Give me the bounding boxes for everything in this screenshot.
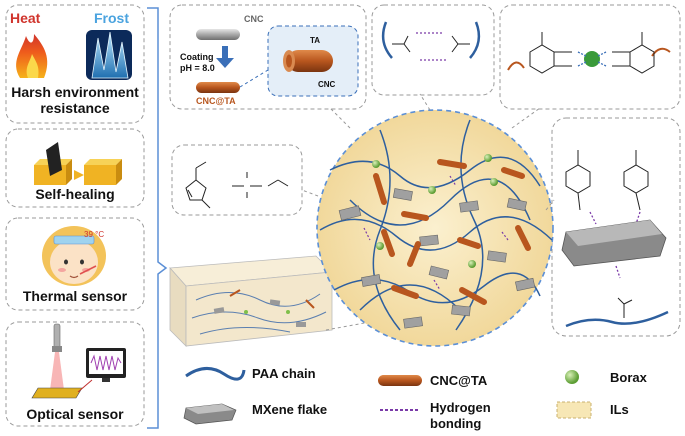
network-cnc-ta-rods xyxy=(373,159,531,305)
network-paa-chains xyxy=(319,119,553,331)
network-mxene-flakes xyxy=(338,188,536,329)
coating-arrow xyxy=(216,46,234,68)
carboxyl-detail xyxy=(617,297,633,318)
network-borax-dots xyxy=(372,154,498,268)
laser-icon xyxy=(31,323,93,399)
legend-cncta-label: CNC@TA xyxy=(430,373,488,388)
cnc-label: CNC xyxy=(244,14,264,24)
thermal-temp-label: 39 °C xyxy=(84,230,105,239)
dimer-chain-right xyxy=(469,21,481,59)
self-healing-block-icon xyxy=(34,142,122,185)
monitor-icon xyxy=(86,348,126,382)
legend-mxene-label: MXene flake xyxy=(252,402,328,417)
legend-mxene-icon xyxy=(183,403,237,425)
ta-rings xyxy=(565,150,649,211)
coating-line1: Coating xyxy=(180,52,214,62)
frost-label: Frost xyxy=(94,10,129,26)
harsh-label-line2: resistance xyxy=(40,100,110,116)
legend-hbond-line2: bonding xyxy=(430,416,482,431)
mxene-hbond xyxy=(615,265,621,279)
hydrogel-box xyxy=(169,255,333,347)
connector-ta xyxy=(545,199,555,211)
legend-paa-icon xyxy=(185,367,246,381)
borate-chain-right xyxy=(651,47,671,57)
ta-hbond-1 xyxy=(589,211,597,225)
legend-ils-icon xyxy=(556,401,592,419)
cnc-rod xyxy=(196,29,240,40)
mxene-sheet-large xyxy=(561,219,667,267)
connector-cnc xyxy=(329,107,351,129)
flame-icon xyxy=(16,34,48,78)
left-bracket xyxy=(147,7,168,429)
self-healing-panel xyxy=(5,128,145,208)
cnc-ta-zoom-rod xyxy=(283,50,333,72)
imidazolium-structure xyxy=(185,161,211,209)
ta-mxene-panel xyxy=(551,117,681,337)
boron-atom xyxy=(584,51,600,67)
cnc-coating-panel xyxy=(169,4,367,110)
legend-borax-icon xyxy=(565,370,579,384)
connector-borate xyxy=(511,107,541,129)
face-icon xyxy=(42,226,106,286)
frost-icon xyxy=(86,30,132,80)
legend-cncta-icon xyxy=(378,375,422,386)
connector-il xyxy=(301,189,319,197)
optical-sensor-panel xyxy=(5,321,145,427)
ethylsulfate-structure xyxy=(232,172,289,198)
cnc-ta-rod xyxy=(196,82,240,93)
paa-chain-detail xyxy=(565,310,669,328)
carboxyl-dimer-panel xyxy=(371,4,495,96)
boron-bonds xyxy=(577,51,607,67)
ionic-liquid-panel xyxy=(171,144,303,216)
catechol-rings xyxy=(529,32,655,74)
zoom-cnc-label: CNC xyxy=(318,80,336,89)
legend-ils-label: ILs xyxy=(610,402,629,417)
connector-dimer xyxy=(419,93,431,111)
dimer-bonds xyxy=(392,35,470,53)
harsh-label-line1: Harsh environment xyxy=(11,84,139,100)
coating-label: Coating pH = 8.0 xyxy=(180,52,215,74)
legend-hbond-label: Hydrogen bonding xyxy=(430,400,491,432)
zoom-line-lower xyxy=(325,321,371,331)
optical-sensor-label: Optical sensor xyxy=(26,406,124,422)
borate-chain-left xyxy=(507,61,525,71)
borate-ester-panel xyxy=(499,4,681,110)
harsh-environment-panel xyxy=(5,4,145,124)
self-healing-label: Self-healing xyxy=(35,186,115,202)
legend-paa-label: PAA chain xyxy=(252,366,316,381)
cnc-ta-label: CNC@TA xyxy=(196,96,236,106)
harsh-environment-label: Harsh environment resistance xyxy=(6,84,144,116)
legend-borax-label: Borax xyxy=(610,370,647,385)
zoom-ta-label: TA xyxy=(310,36,321,45)
dimer-chain-left xyxy=(381,21,393,59)
zoom-dash xyxy=(239,69,269,88)
heat-label: Heat xyxy=(10,10,41,26)
coating-line2: pH = 8.0 xyxy=(180,63,215,73)
legend-hbond-line1: Hydrogen xyxy=(430,400,491,415)
network-hbonds xyxy=(363,175,509,291)
thermal-sensor-label: Thermal sensor xyxy=(22,288,128,304)
thermal-sensor-panel xyxy=(5,217,145,311)
